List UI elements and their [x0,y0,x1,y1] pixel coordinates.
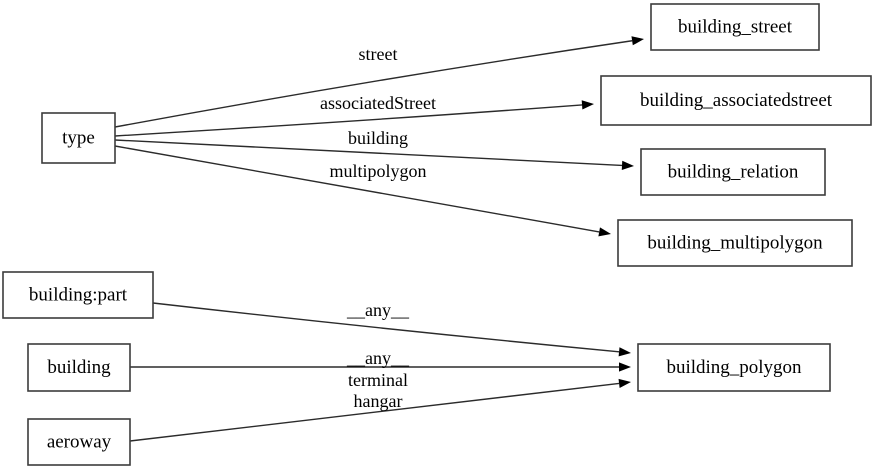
edge-line [114,139,623,167]
graph-edge [114,100,594,137]
node-label: building_polygon [666,357,802,378]
node-box[interactable] [600,75,872,126]
edge-label: __any__ [346,300,410,320]
node-label: building_associatedstreet [640,90,833,111]
edge-line [114,145,600,233]
graph-node-building_relation[interactable]: building_relation [640,148,826,196]
edge-line [129,382,620,442]
graph-node-type[interactable]: type [41,112,116,164]
edge-label: hangar [354,391,403,411]
arrow-head-icon [618,347,631,357]
arrow-head-icon [618,378,631,388]
edge-label: __any__ [346,348,410,368]
graph-node-building[interactable]: building [27,343,131,392]
graph-node-building_associatedstreet[interactable]: building_associatedstreet [600,75,872,126]
node-label: building:part [29,284,128,305]
graph-node-building_part[interactable]: building:part [2,271,154,319]
edge-label: building [348,128,408,148]
node-box[interactable] [2,271,154,319]
node-box[interactable] [41,112,116,164]
node-label: aeroway [47,431,112,452]
edge-label: street [359,44,398,64]
node-box[interactable] [27,418,131,466]
node-label: building_multipolygon [647,232,823,253]
arrow-head-icon [631,36,644,46]
graph-node-building_multipolygon[interactable]: building_multipolygon [617,219,853,267]
nodes-layer: type building_street building_associatedst… [2,3,872,466]
arrow-head-icon [581,100,594,110]
graph-edge [130,362,631,372]
edges-layer [114,36,644,442]
node-box[interactable] [640,148,826,196]
graph-edge [114,145,611,237]
arrow-head-icon [619,362,631,372]
node-label: building [47,357,111,378]
node-box[interactable] [27,343,131,392]
graph-edge [114,36,644,128]
node-box[interactable] [617,219,853,267]
graph-edge [129,378,631,442]
edge-line [114,40,633,128]
arrow-head-icon [621,160,634,170]
node-box[interactable] [650,3,820,51]
edge-label: multipolygon [329,161,426,181]
node-label: type [62,127,95,148]
graph-node-aeroway[interactable]: aeroway [27,418,131,466]
node-label: building_street [678,16,793,37]
graph-edge [114,139,634,170]
edge-label: terminal [348,370,408,390]
edge-line [114,104,583,137]
graph-edge [152,302,631,357]
node-box[interactable] [637,343,831,392]
graph-node-building_polygon[interactable]: building_polygon [637,343,831,392]
edge-line [152,302,620,353]
edge-labels-layer: street associatedStreet building multipolyg… [320,44,436,411]
graph-node-building_street[interactable]: building_street [650,3,820,51]
edge-label: associatedStreet [320,93,436,113]
node-label: building_relation [668,161,799,182]
arrow-head-icon [598,227,611,237]
